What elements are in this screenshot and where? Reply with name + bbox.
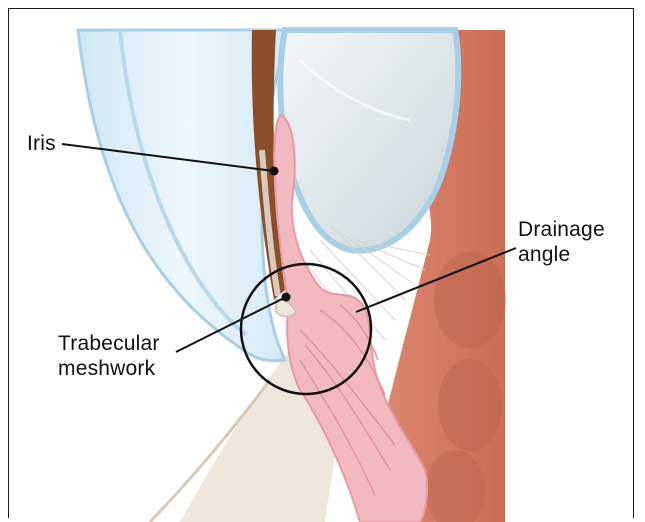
drainage-angle-label-line2: angle [518, 242, 605, 267]
trabecular-meshwork-label-line2: meshwork [58, 356, 160, 381]
drainage-angle-label: Drainage angle [518, 217, 605, 267]
trabecular-meshwork-label-line1: Trabecular [58, 331, 160, 356]
trabecular-marker-dot [282, 293, 291, 302]
iris-label: Iris [27, 131, 56, 156]
drainage-angle-label-line1: Drainage [518, 217, 605, 242]
trabecular-meshwork-label: Trabecular meshwork [58, 331, 160, 381]
iris-marker-dot [270, 167, 279, 176]
